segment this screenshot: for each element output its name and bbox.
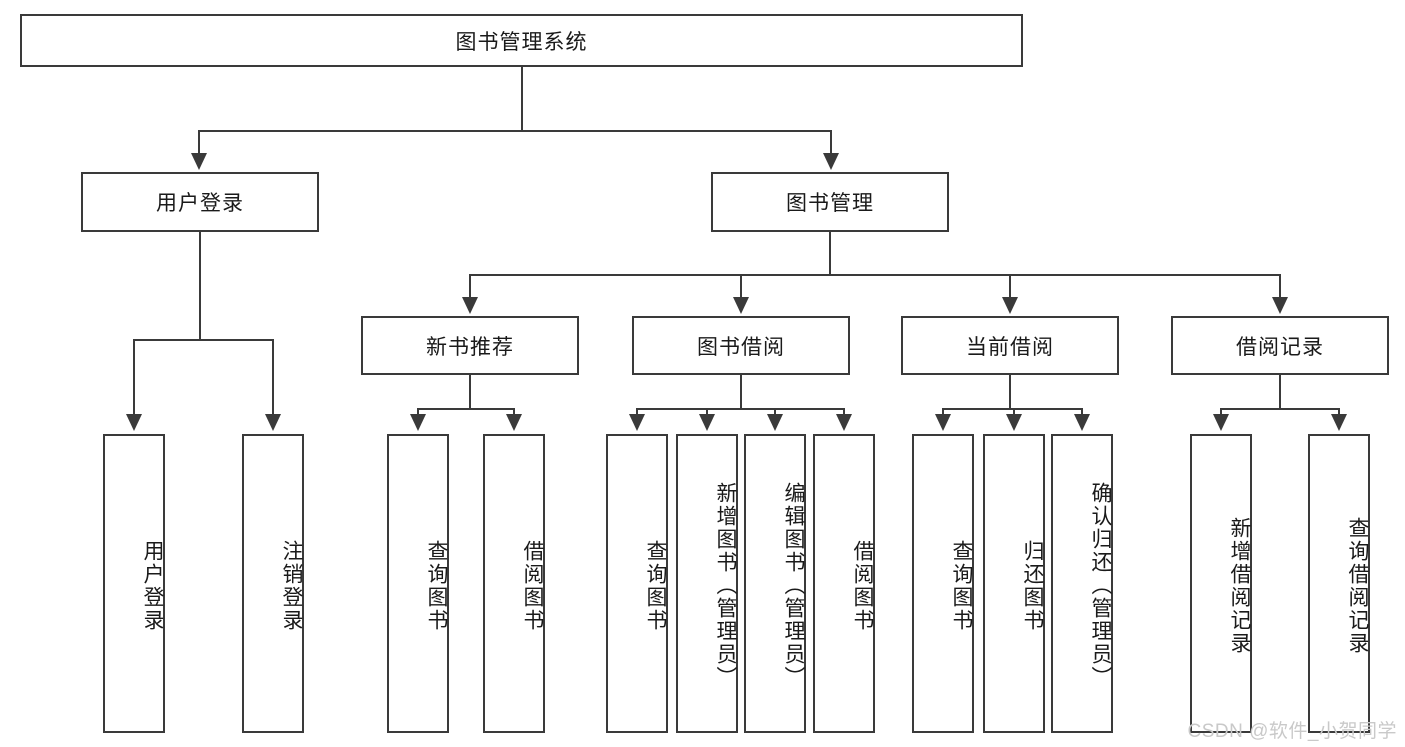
connector-book-borrow-branch-1 [636, 408, 638, 417]
node-label: 借阅图书 [521, 539, 544, 632]
leaf-return-book[interactable]: 归还图书 [983, 434, 1045, 733]
connector-current-borrow-stem [1009, 375, 1011, 409]
arrowhead-leaf-query-record [1331, 414, 1347, 431]
leaf-query-borrow-record[interactable]: 查询借阅记录 [1308, 434, 1370, 733]
node-label: 归还图书 [1021, 539, 1044, 632]
connector-borrow-record-branch-1 [1220, 408, 1222, 417]
node-label: 查询借阅记录 [1346, 516, 1369, 655]
node-current-borrow[interactable]: 当前借阅 [901, 316, 1119, 375]
node-user-login[interactable]: 用户登录 [81, 172, 319, 232]
node-new-book-recommend[interactable]: 新书推荐 [361, 316, 579, 375]
connector-new-book-bus [417, 408, 514, 410]
node-label: 借阅记录 [1236, 335, 1324, 359]
node-label: 注销登录 [280, 539, 303, 632]
arrowhead-leaf-borrow-book-2 [836, 414, 852, 431]
connector-to-book-borrow [740, 274, 742, 300]
connector-new-book-stem [469, 375, 471, 409]
arrowhead-leaf-edit-book [767, 414, 783, 431]
arrowhead-leaf-add-record [1213, 414, 1229, 431]
node-label: 当前借阅 [966, 335, 1054, 359]
connector-to-current-borrow [1009, 274, 1011, 300]
node-label: 图书管理 [786, 192, 874, 215]
connector-user-login-bus [133, 339, 273, 341]
node-label: 查询图书 [950, 539, 973, 632]
leaf-query-book-borrow[interactable]: 查询图书 [606, 434, 668, 733]
leaf-add-book-admin[interactable]: 新增图书（管理员） [676, 434, 738, 733]
leaf-add-borrow-record[interactable]: 新增借阅记录 [1190, 434, 1252, 733]
connector-book-borrow-stem [740, 375, 742, 409]
connector-book-borrow-branch-4 [843, 408, 845, 417]
node-label: 查询图书 [425, 539, 448, 632]
leaf-user-login[interactable]: 用户登录 [103, 434, 165, 733]
connector-current-borrow-bus [942, 408, 1082, 410]
arrowhead-borrow-record [1272, 297, 1288, 314]
connector-new-book-branch-2 [513, 408, 515, 417]
arrowhead-leaf-user-logout [265, 414, 281, 431]
node-label: 新增借阅记录 [1228, 516, 1251, 655]
connector-current-borrow-branch-2 [1013, 408, 1015, 417]
connector-root-stem [521, 67, 523, 131]
arrowhead-leaf-confirm-return [1074, 414, 1090, 431]
connector-current-borrow-branch-3 [1081, 408, 1083, 417]
connector-book-manage-stem [829, 232, 831, 275]
node-book-borrow[interactable]: 图书借阅 [632, 316, 850, 375]
node-label: 编辑图书（管理员） [782, 482, 805, 689]
leaf-query-book-current[interactable]: 查询图书 [912, 434, 974, 733]
connector-to-new-book-recommend [469, 274, 471, 300]
connector-borrow-record-branch-2 [1338, 408, 1340, 417]
node-root-book-management-system[interactable]: 图书管理系统 [20, 14, 1023, 67]
arrowhead-to-book-manage [823, 153, 839, 170]
arrowhead-leaf-return-book [1006, 414, 1022, 431]
arrowhead-leaf-query-book-3 [935, 414, 951, 431]
connector-root-to-book-manage [830, 130, 832, 156]
node-label: 图书借阅 [697, 335, 785, 359]
arrowhead-leaf-borrow-book-1 [506, 414, 522, 431]
leaf-user-logout[interactable]: 注销登录 [242, 434, 304, 733]
connector-to-borrow-record [1279, 274, 1281, 300]
connector-user-login-stem [199, 232, 201, 340]
connector-borrow-record-bus [1220, 408, 1339, 410]
leaf-query-book-new-recommend[interactable]: 查询图书 [387, 434, 449, 733]
node-label: 新增图书（管理员） [714, 482, 737, 689]
node-label: 用户登录 [141, 539, 164, 632]
node-label: 图书管理系统 [455, 30, 588, 54]
connector-user-login-branch-2 [272, 339, 274, 416]
arrowhead-to-user-login [191, 153, 207, 170]
connector-book-borrow-branch-2 [706, 408, 708, 417]
leaf-borrow-book-borrow[interactable]: 借阅图书 [813, 434, 875, 733]
node-label: 确认归还（管理员） [1089, 482, 1112, 689]
connector-borrow-record-stem [1279, 375, 1281, 409]
connector-current-borrow-branch-1 [942, 408, 944, 417]
arrowhead-leaf-query-book-2 [629, 414, 645, 431]
connector-book-borrow-branch-3 [774, 408, 776, 417]
node-label: 新书推荐 [426, 335, 514, 359]
arrowhead-leaf-user-login [126, 414, 142, 431]
leaf-confirm-return-admin[interactable]: 确认归还（管理员） [1051, 434, 1113, 733]
connector-user-login-branch-1 [133, 339, 135, 416]
connector-level3-bus [469, 274, 1281, 276]
node-label: 借阅图书 [851, 539, 874, 632]
node-book-management[interactable]: 图书管理 [711, 172, 949, 232]
arrowhead-book-borrow [733, 297, 749, 314]
connector-book-borrow-bus [636, 408, 844, 410]
arrowhead-leaf-add-book [699, 414, 715, 431]
node-borrow-record[interactable]: 借阅记录 [1171, 316, 1389, 375]
leaf-edit-book-admin[interactable]: 编辑图书（管理员） [744, 434, 806, 733]
connector-new-book-branch-1 [417, 408, 419, 417]
leaf-borrow-book-new-recommend[interactable]: 借阅图书 [483, 434, 545, 733]
node-label: 用户登录 [156, 192, 244, 215]
connector-root-bus [198, 130, 832, 132]
arrowhead-current-borrow [1002, 297, 1018, 314]
arrowhead-new-book-recommend [462, 297, 478, 314]
node-label: 查询图书 [644, 539, 667, 632]
arrowhead-leaf-query-book-1 [410, 414, 426, 431]
connector-root-to-user-login [198, 130, 200, 156]
